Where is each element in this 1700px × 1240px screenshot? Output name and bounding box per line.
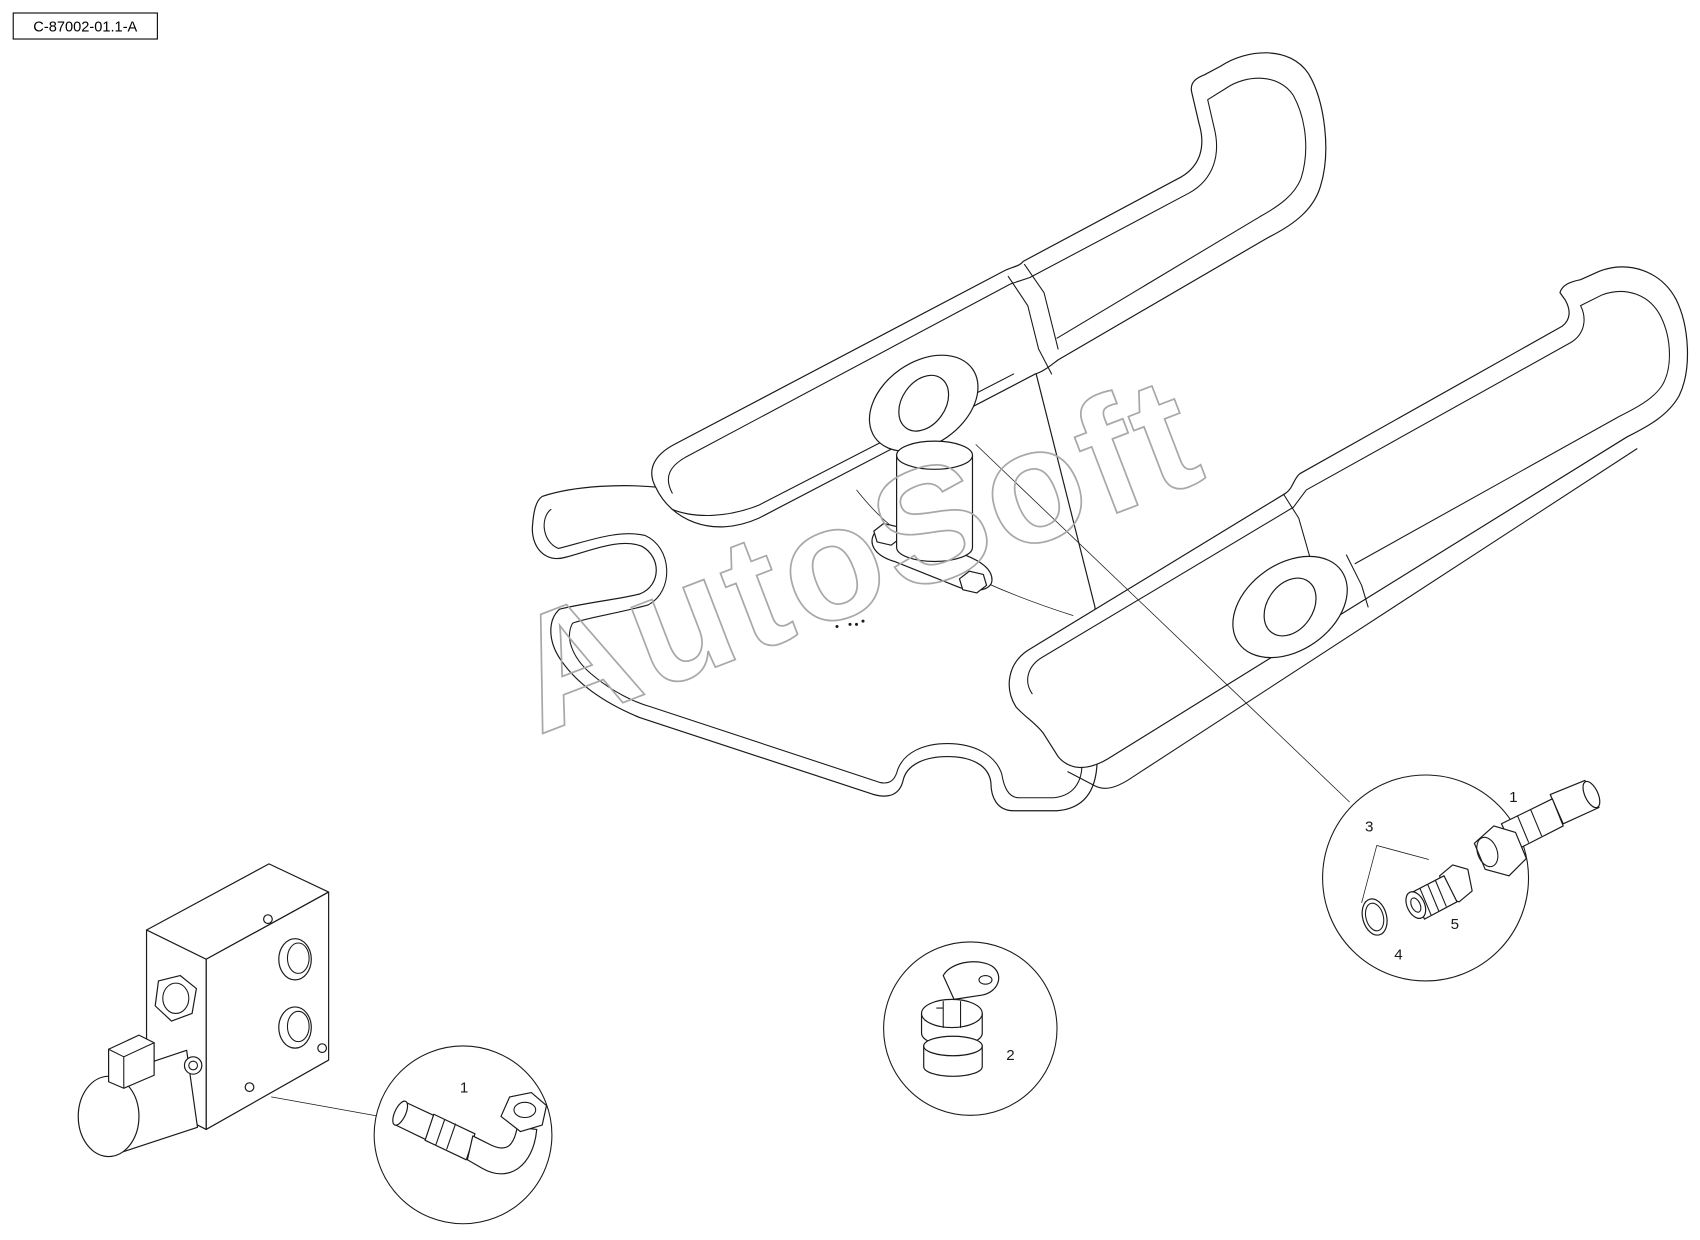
detail-circle-right: 1 3 5 4 bbox=[1322, 774, 1601, 982]
lower-arm bbox=[1008, 266, 1689, 769]
straight-hose-fitting bbox=[1473, 779, 1601, 877]
solenoid-connector-edge bbox=[108, 1042, 155, 1089]
crimp-sleeve bbox=[424, 1113, 476, 1161]
callout-right-adapter: 5 bbox=[1451, 916, 1459, 933]
surface-marks bbox=[835, 619, 865, 629]
o-ring-outer bbox=[1361, 898, 1388, 936]
crimp-sleeve-rings bbox=[435, 1119, 456, 1150]
pin-top bbox=[896, 440, 974, 470]
callout-right-hose: 1 bbox=[1509, 789, 1517, 806]
drawing-code-box bbox=[12, 12, 158, 40]
upper-arm-rib bbox=[667, 77, 1307, 494]
valve-mount-hole-2 bbox=[317, 1043, 328, 1054]
elbow-hose-fitting bbox=[392, 1091, 548, 1175]
elbow-tube bbox=[466, 1126, 538, 1175]
bushing-slot bbox=[936, 1000, 962, 1029]
valve-hex-plug-face bbox=[162, 982, 190, 1015]
bushing-lower-top bbox=[923, 1035, 983, 1057]
valve-mount-hole-1 bbox=[263, 914, 273, 925]
right-hose-end bbox=[1582, 780, 1601, 809]
lower-arm-underside bbox=[1067, 448, 1638, 789]
pin-body bbox=[896, 454, 974, 563]
valve-block bbox=[77, 863, 330, 1158]
clip-tab bbox=[942, 961, 1000, 1000]
elbow-nut-thread bbox=[513, 1101, 537, 1119]
drawing-code-label: C-87002-01.1-A bbox=[12, 12, 158, 40]
bushing-head-top bbox=[920, 998, 983, 1029]
upper-arm bbox=[651, 52, 1327, 528]
leader-line-left bbox=[271, 1096, 380, 1117]
drawing-code-text: C-87002-01.1-A bbox=[33, 19, 137, 35]
detail-circle-left: 1 bbox=[373, 1045, 553, 1225]
upper-arm-underside bbox=[671, 373, 1015, 516]
right-hose-nut-thread bbox=[1476, 836, 1499, 868]
valve-port-lower-inner bbox=[286, 1010, 310, 1043]
solenoid-nut-inner bbox=[188, 1060, 199, 1071]
solenoid-end bbox=[77, 1075, 140, 1158]
valve-port-lower bbox=[278, 1006, 312, 1049]
valve-mount-hole-3 bbox=[244, 1082, 255, 1093]
fork-bracket bbox=[531, 52, 1689, 812]
right-crimp-rings bbox=[1517, 809, 1543, 843]
lower-arm-rib bbox=[1027, 291, 1670, 695]
upper-pivot-hole bbox=[898, 374, 950, 432]
callout-group-bracket bbox=[1361, 844, 1429, 903]
hose-end bbox=[392, 1100, 409, 1126]
bushing-clip bbox=[920, 961, 1000, 1077]
callout-middle-bushing: 2 bbox=[1006, 1047, 1014, 1064]
adapter-fitting bbox=[1405, 864, 1473, 920]
callout-right-group: 3 bbox=[1365, 818, 1373, 835]
base-plate-rim bbox=[543, 508, 1083, 799]
valve-port-upper bbox=[278, 938, 312, 981]
valve-port-upper-inner bbox=[286, 942, 310, 974]
o-ring-inner bbox=[1364, 902, 1385, 932]
solenoid-nut bbox=[183, 1056, 203, 1075]
adapter-bore bbox=[1410, 897, 1422, 913]
clip-tab-hole bbox=[978, 974, 993, 985]
pivot-pin bbox=[856, 440, 1074, 617]
callout-left-hose: 1 bbox=[460, 1080, 468, 1097]
detail-circle-middle: 2 bbox=[883, 941, 1058, 1116]
adapter-end bbox=[1405, 891, 1427, 919]
adapter-threads bbox=[1419, 879, 1447, 916]
detail-right-border bbox=[1322, 774, 1530, 982]
lower-pivot-hole bbox=[1263, 577, 1317, 637]
flange-bolt-right bbox=[958, 570, 988, 594]
upper-arm-step bbox=[1007, 263, 1059, 375]
leader-line-right bbox=[975, 444, 1350, 803]
callout-right-oring: 4 bbox=[1394, 946, 1402, 963]
elbow-nut bbox=[500, 1091, 548, 1133]
lower-arm-step bbox=[1283, 493, 1369, 608]
valve-hex-plug bbox=[154, 974, 197, 1022]
